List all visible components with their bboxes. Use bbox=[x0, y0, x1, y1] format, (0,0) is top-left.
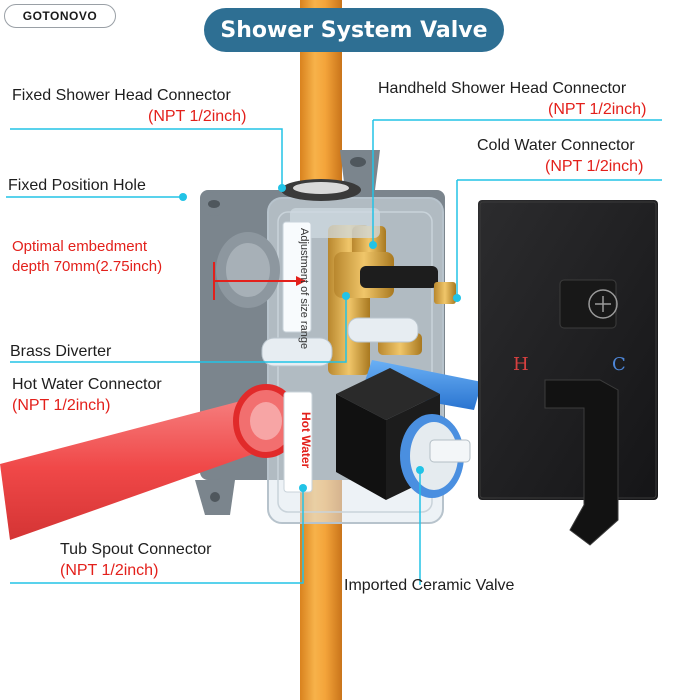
fixed-position-hole-label: Fixed Position Hole bbox=[8, 177, 146, 194]
embedment-depth-line2: depth 70mm(2.75inch) bbox=[12, 258, 163, 275]
adjustment-strip-text: Adjustment of size range bbox=[298, 228, 310, 349]
hot-water-strip-text: Hot Water bbox=[299, 412, 313, 469]
brand-logo: GOTONOVO bbox=[4, 4, 116, 28]
trim-hot-mark: H bbox=[513, 354, 529, 375]
page-title: Shower System Valve bbox=[220, 17, 488, 43]
title-banner: Shower System Valve bbox=[204, 8, 504, 52]
handheld-head-connector-spec: (NPT 1/2inch) bbox=[548, 101, 647, 118]
hot-water-pipe bbox=[0, 384, 299, 540]
ceramic-valve-label: Imported Ceramic Valve bbox=[344, 577, 515, 594]
cold-water-connector-label: Cold Water Connector bbox=[477, 137, 635, 154]
fixed-position-hole bbox=[216, 232, 280, 308]
brass-diverter-label: Brass Diverter bbox=[10, 343, 112, 360]
trim-cold-mark: C bbox=[612, 354, 626, 375]
hot-water-connector-spec: (NPT 1/2inch) bbox=[12, 397, 111, 414]
fixed-head-connector-label: Fixed Shower Head Connector bbox=[12, 87, 231, 104]
callout-dots bbox=[179, 184, 461, 492]
tub-spout-connector-label: Tub Spout Connector bbox=[60, 541, 212, 558]
tub-spout-connector-spec: (NPT 1/2inch) bbox=[60, 562, 159, 579]
handheld-head-connector-label: Handheld Shower Head Connector bbox=[378, 80, 627, 97]
diverter-stem bbox=[360, 266, 456, 304]
cold-water-connector-spec: (NPT 1/2inch) bbox=[545, 158, 644, 175]
embedment-arrow bbox=[213, 262, 306, 300]
brand-logo-text: GOTONOVO bbox=[22, 9, 98, 23]
callout-lines bbox=[6, 119, 662, 585]
embedment-depth-line1: Optimal embedment bbox=[12, 238, 148, 255]
fixed-head-connector-spec: (NPT 1/2inch) bbox=[148, 108, 247, 125]
hot-water-connector-label: Hot Water Connector bbox=[12, 376, 162, 393]
trim-plate bbox=[478, 200, 658, 546]
ceramic-valve-core bbox=[400, 414, 471, 498]
